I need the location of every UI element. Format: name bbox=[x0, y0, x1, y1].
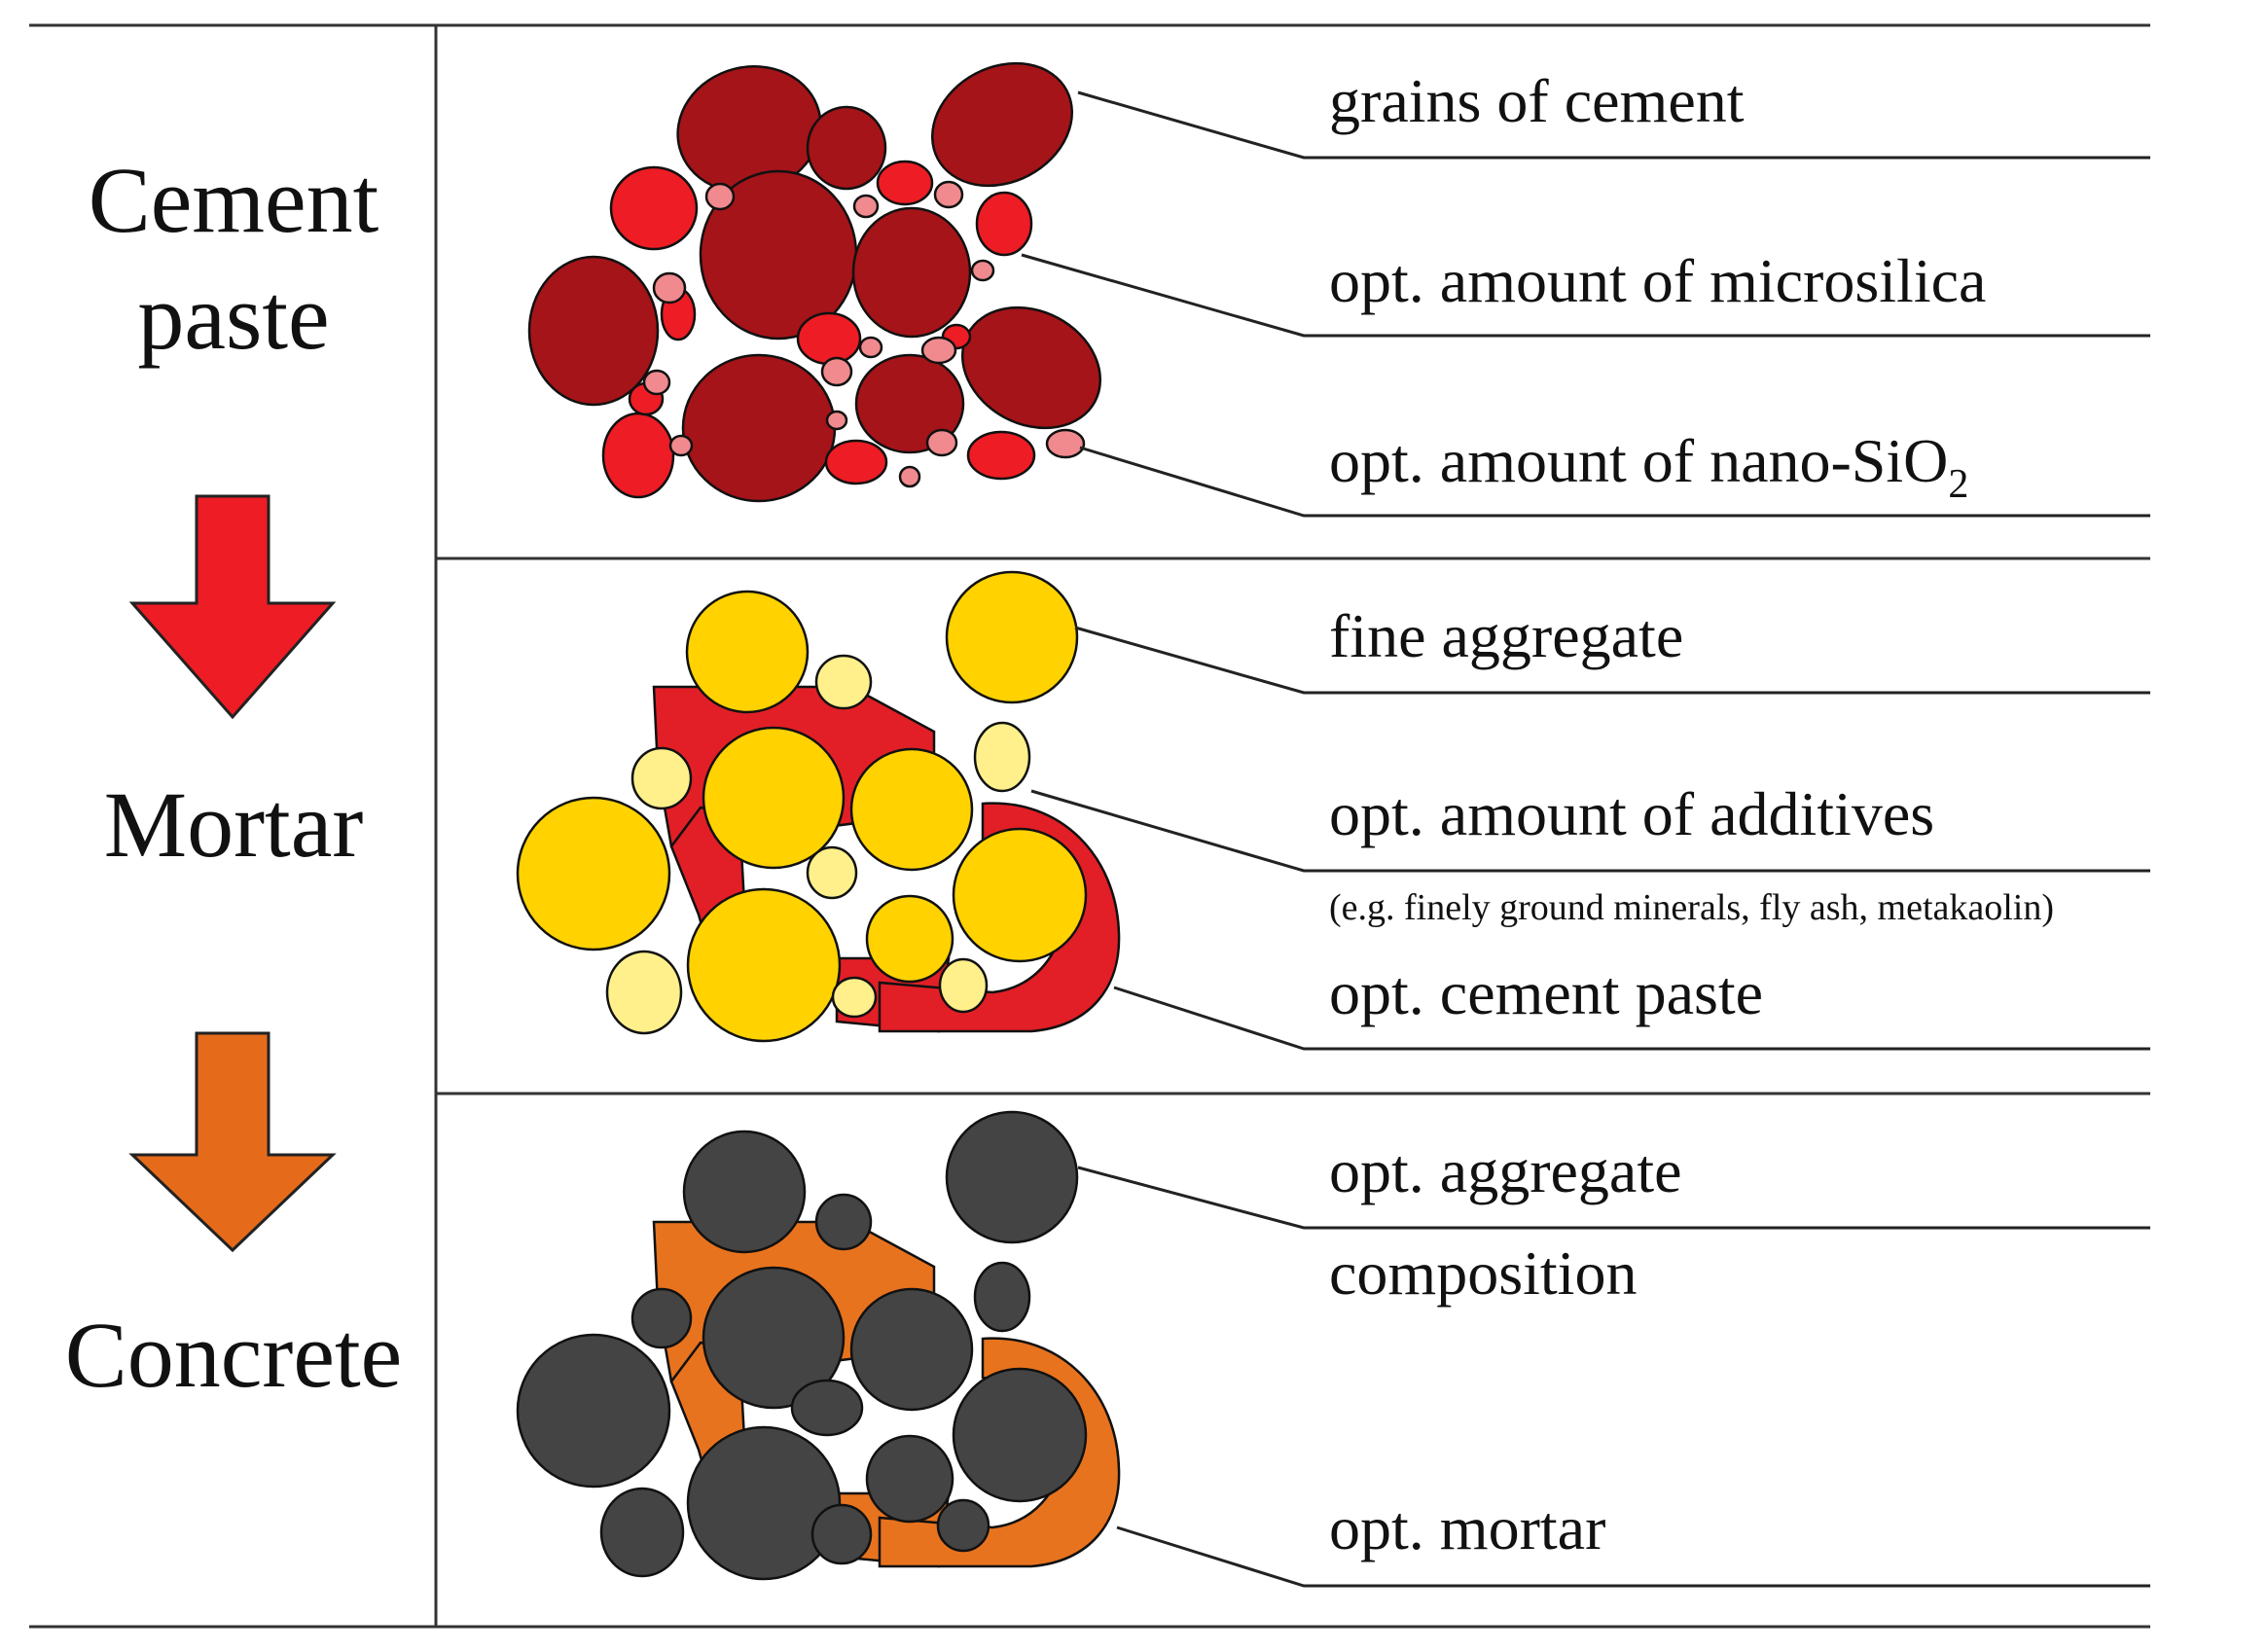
stage-label-mortar: Mortar bbox=[104, 772, 364, 877]
additive-particle bbox=[938, 957, 989, 1014]
leader-lines bbox=[1021, 90, 2150, 1588]
cement-grain bbox=[851, 206, 972, 339]
nano-sio2-particle bbox=[898, 465, 921, 488]
coarse-aggregate-grain bbox=[865, 1434, 954, 1524]
stage-label-line: Concrete bbox=[65, 1303, 403, 1407]
additive-particles bbox=[605, 654, 1031, 1035]
nano-sio2-particle bbox=[825, 410, 848, 431]
cement-grain bbox=[854, 353, 965, 454]
coarse-aggregate-grain bbox=[849, 1287, 974, 1412]
microsilica-particle bbox=[601, 412, 675, 499]
nano-sio2-particle bbox=[820, 356, 853, 387]
callouts-concrete: opt. aggregate composition opt. mortar bbox=[1329, 1136, 1682, 1562]
cement-grain bbox=[960, 305, 1102, 430]
nano-sio2-particle bbox=[933, 180, 964, 209]
callout-mortar: opt. mortar bbox=[1329, 1493, 1605, 1562]
coarse-aggregate-grain bbox=[790, 1379, 864, 1437]
mortar-particles bbox=[516, 570, 1121, 1043]
microsilica-particle bbox=[796, 311, 862, 366]
stage-label-cement-paste: Cement paste bbox=[89, 148, 379, 369]
nano-sio2-particle bbox=[858, 336, 883, 359]
coarse-aggregate-grain bbox=[686, 1425, 842, 1581]
stage-label-line: Cement bbox=[89, 148, 379, 252]
down-arrow-icon bbox=[128, 494, 337, 720]
coarse-aggregate-grain bbox=[936, 1498, 990, 1553]
callout-additives: opt. amount of additives bbox=[1329, 779, 1934, 848]
callout-grains-of-cement: grains of cement bbox=[1329, 66, 1745, 135]
callouts-mortar: fine aggregate opt. amount of additives … bbox=[1329, 601, 2054, 1027]
callout-additives-note: (e.g. finely ground minerals, fly ash, m… bbox=[1329, 887, 2054, 928]
down-arrow-icon bbox=[128, 1031, 337, 1253]
nano-sio2-particle bbox=[1045, 428, 1086, 459]
microsilica-particle bbox=[966, 430, 1036, 481]
cement-paste-particles bbox=[527, 61, 1102, 503]
additive-particle bbox=[630, 746, 693, 810]
stage-label-line: paste bbox=[137, 265, 329, 369]
fine-aggregate-grain bbox=[952, 827, 1088, 963]
nano-sio2-particle bbox=[668, 434, 694, 457]
nano-sio2-particle bbox=[970, 259, 995, 282]
fine-aggregate-grain bbox=[516, 796, 671, 951]
cement-grain bbox=[806, 105, 887, 191]
coarse-aggregate-grain bbox=[945, 1110, 1079, 1244]
nano-sio2-particle bbox=[852, 194, 880, 219]
additive-particle bbox=[973, 721, 1031, 793]
additive-particle bbox=[806, 845, 858, 900]
cement-grain bbox=[527, 255, 660, 407]
nano-sio2-particle bbox=[642, 369, 671, 396]
coarse-aggregate-grain bbox=[973, 1261, 1031, 1333]
coarse-aggregate-grain bbox=[702, 1266, 846, 1410]
fine-aggregate-grain bbox=[702, 726, 846, 870]
stage-label-concrete: Concrete bbox=[65, 1303, 403, 1407]
coarse-aggregate-grain bbox=[952, 1367, 1088, 1503]
microsilica-particle bbox=[609, 165, 699, 251]
fine-aggregate-grain bbox=[849, 747, 974, 872]
coarse-aggregate-grains bbox=[516, 1110, 1088, 1581]
nano-sio2-particle bbox=[652, 271, 687, 305]
coarse-aggregate-grain bbox=[814, 1193, 873, 1251]
cement-grain bbox=[681, 353, 837, 503]
callout-cement-paste: opt. cement paste bbox=[1329, 958, 1763, 1027]
concrete-particles bbox=[516, 1110, 1121, 1581]
callout-microsilica: opt. amount of microsilica bbox=[1329, 246, 1986, 315]
additive-particle bbox=[605, 950, 683, 1035]
fine-aggregate-grain bbox=[945, 570, 1079, 704]
fine-aggregate-grain bbox=[685, 590, 810, 714]
additive-particle bbox=[814, 654, 873, 710]
additive-particle bbox=[831, 976, 878, 1019]
coarse-aggregate-grain bbox=[630, 1287, 693, 1349]
nano-sio2-particle bbox=[925, 428, 958, 457]
callout-aggregate-composition-continuation: composition bbox=[1329, 1238, 1637, 1308]
fine-aggregate-grain bbox=[686, 887, 842, 1043]
frame bbox=[29, 23, 2150, 1629]
callouts-cement-paste: grains of cement opt. amount of microsil… bbox=[1329, 66, 1986, 507]
fine-aggregate-grain bbox=[865, 894, 954, 984]
coarse-aggregate-grain bbox=[599, 1487, 685, 1578]
microsilica-particle bbox=[975, 191, 1033, 257]
callout-fine-aggregate: fine aggregate bbox=[1329, 601, 1683, 670]
fine-aggregate-grains bbox=[516, 570, 1088, 1043]
coarse-aggregate-grain bbox=[516, 1333, 671, 1489]
callout-aggregate-composition: opt. aggregate bbox=[1329, 1136, 1682, 1205]
callout-nano-sio2: opt. amount of nano-SiO2 bbox=[1329, 426, 1968, 507]
cement-grain bbox=[930, 61, 1074, 188]
nano-sio2-particle bbox=[704, 182, 736, 211]
microsilica-particle bbox=[824, 439, 888, 485]
nano-sio2-particle bbox=[920, 336, 957, 365]
microsilica-particle bbox=[876, 160, 934, 206]
coarse-aggregate-grain bbox=[810, 1503, 873, 1565]
coarse-aggregate-grain bbox=[682, 1130, 807, 1254]
stage-label-line: Mortar bbox=[104, 772, 364, 877]
